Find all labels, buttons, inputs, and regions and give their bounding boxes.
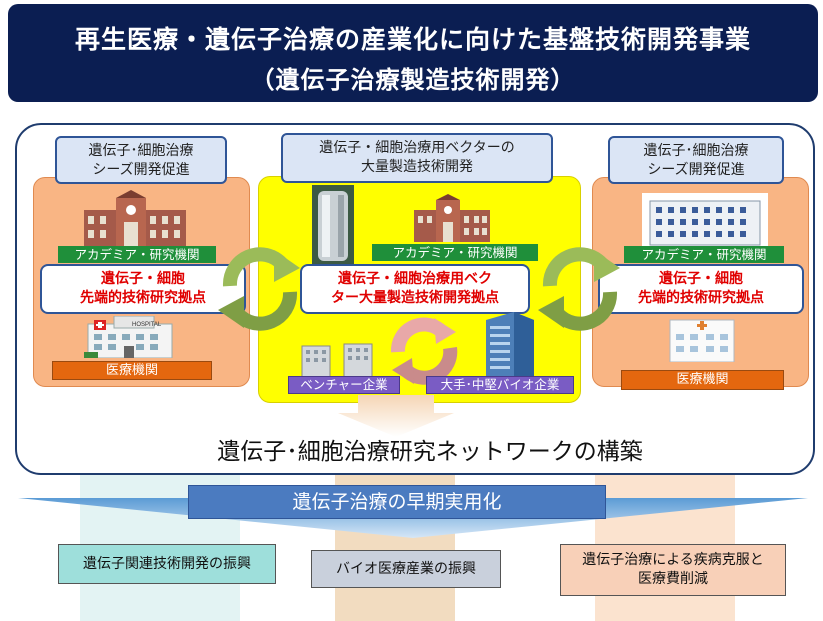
- middle-academia-label: アカデミア・研究機関: [372, 244, 538, 261]
- right-research-hub: 遺伝子・細胞 先端的技術研究拠点: [598, 264, 804, 314]
- left-hub-line1: 遺伝子・細胞: [101, 271, 185, 287]
- middle-hub-line1: 遺伝子・細胞治療用ベク: [338, 271, 492, 287]
- venture-buildings-icon: [301, 343, 373, 378]
- right-academia-building-icon: [642, 193, 768, 247]
- bioreactor-icon: [312, 185, 354, 265]
- left-top-label-line2: シーズ開発促進: [92, 162, 190, 178]
- title-banner: 再生医療・遺伝子治療の産業化に向けた基盤技術開発事業 （遺伝子治療製造技術開発）: [8, 4, 818, 102]
- left-hub-line2: 先端的技術研究拠点: [80, 290, 206, 306]
- right-hospital-icon: [669, 319, 735, 362]
- down-arrow-icon: [338, 395, 454, 437]
- hospital-sign: HOSPITAL: [132, 322, 162, 328]
- left-research-hub: 遺伝子・細胞 先端的技術研究拠点: [40, 264, 246, 314]
- venture-company-label: ベンチャー企業: [288, 376, 400, 394]
- left-medical-label: 医療機関: [52, 361, 212, 380]
- large-bio-company-label: 大手･中堅バイオ企業: [426, 376, 574, 394]
- early-practical-banner: 遺伝子治療の早期実用化: [188, 485, 606, 519]
- pink-cycle-arrows-icon: [390, 317, 458, 385]
- outcome-left: 遺伝子関連技術開発の振興: [58, 544, 276, 584]
- right-top-label-line2: シーズ開発促進: [647, 162, 745, 178]
- right-top-label-line1: 遺伝子･細胞治療: [643, 143, 749, 159]
- left-top-label-line1: 遺伝子･細胞治療: [88, 143, 194, 159]
- right-top-label: 遺伝子･細胞治療 シーズ開発促進: [608, 136, 784, 184]
- middle-hub-line2: ター大量製造技術開発拠点: [331, 290, 499, 306]
- right-cycle-arrows-icon: [538, 247, 620, 331]
- academia-building-icon: [84, 190, 186, 246]
- outcome-right-line2: 医療費削減: [638, 571, 708, 587]
- page-title: 再生医療・遺伝子治療の産業化に向けた基盤技術開発事業: [74, 25, 751, 54]
- middle-research-hub: 遺伝子・細胞治療用ベク ター大量製造技術開発拠点: [300, 264, 530, 314]
- network-title: 遺伝子･細胞治療研究ネットワークの構築: [217, 439, 643, 465]
- left-top-label: 遺伝子･細胞治療 シーズ開発促進: [55, 136, 227, 184]
- right-medical-label: 医療機関: [621, 370, 784, 390]
- left-cycle-arrows-icon: [218, 247, 300, 331]
- outcome-right: 遺伝子治療による疾病克服と 医療費削減: [560, 544, 786, 596]
- right-hub-line2: 先端的技術研究拠点: [638, 290, 764, 306]
- middle-top-label: 遺伝子・細胞治療用ベクターの 大量製造技術開発: [281, 133, 553, 183]
- middle-academia-building-icon: [414, 194, 490, 242]
- middle-top-label-line2: 大量製造技術開発: [361, 159, 473, 175]
- middle-top-label-line1: 遺伝子・細胞治療用ベクターの: [319, 140, 515, 156]
- left-academia-label: アカデミア・研究機関: [58, 246, 216, 263]
- company-tower-icon: [486, 312, 534, 376]
- outcome-middle: バイオ医療産業の振興: [311, 550, 501, 588]
- hospital-icon: HOSPITAL: [84, 316, 173, 358]
- right-hub-line1: 遺伝子・細胞: [659, 271, 743, 287]
- outcome-right-line1: 遺伝子治療による疾病克服と: [582, 552, 764, 568]
- right-academia-label: アカデミア・研究機関: [624, 246, 784, 263]
- page-subtitle: （遺伝子治療製造技術開発）: [250, 66, 576, 94]
